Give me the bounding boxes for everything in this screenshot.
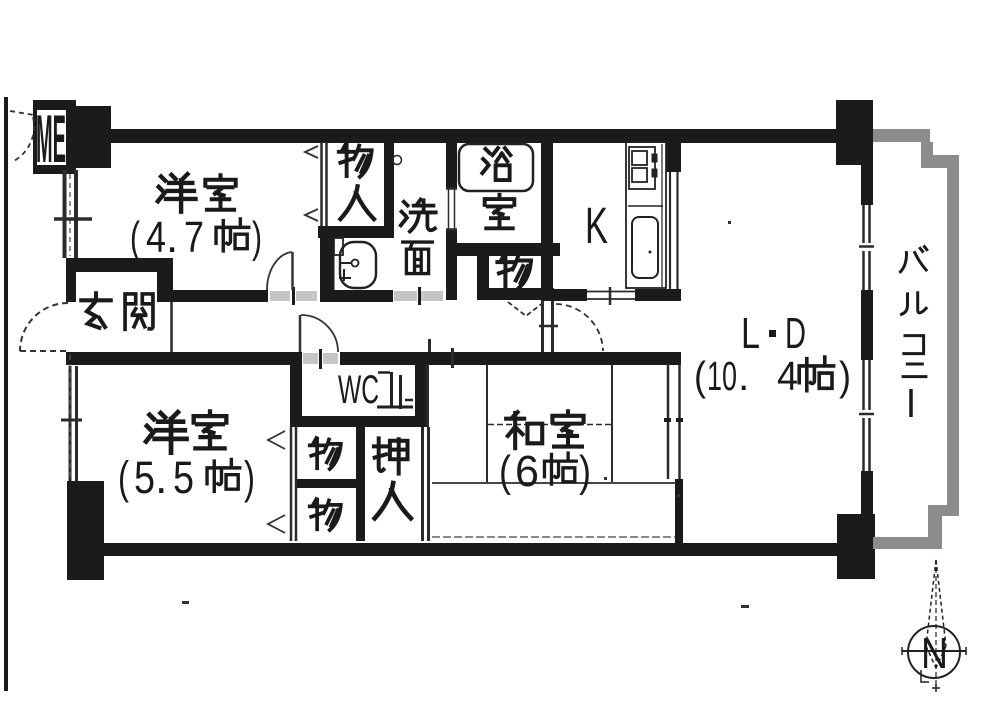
svg-text:.: . [166, 213, 178, 262]
svg-text:.: . [155, 452, 168, 503]
svg-text:10: 10 [707, 353, 737, 399]
svg-text:5: 5 [173, 452, 194, 503]
svg-text:.: . [738, 353, 749, 399]
svg-text:(: ( [118, 452, 129, 503]
svg-text:): ) [839, 353, 851, 399]
svg-text:ME: ME [36, 101, 66, 177]
svg-text:(: ( [694, 353, 706, 399]
svg-text:L: L [741, 309, 760, 358]
svg-text:6: 6 [515, 447, 539, 496]
svg-text:WC: WC [338, 368, 379, 412]
svg-text:4: 4 [777, 353, 798, 399]
svg-text:7: 7 [184, 213, 204, 262]
svg-text:): ) [244, 452, 255, 503]
svg-text:5: 5 [134, 452, 155, 503]
svg-text:K: K [585, 197, 608, 254]
svg-text:): ) [252, 213, 262, 262]
svg-text:): ) [579, 447, 591, 496]
svg-text:(: ( [499, 447, 511, 496]
svg-text:N: N [921, 629, 948, 678]
svg-text:D: D [785, 309, 806, 358]
svg-text:(: ( [130, 213, 140, 262]
svg-text:4: 4 [146, 213, 166, 262]
